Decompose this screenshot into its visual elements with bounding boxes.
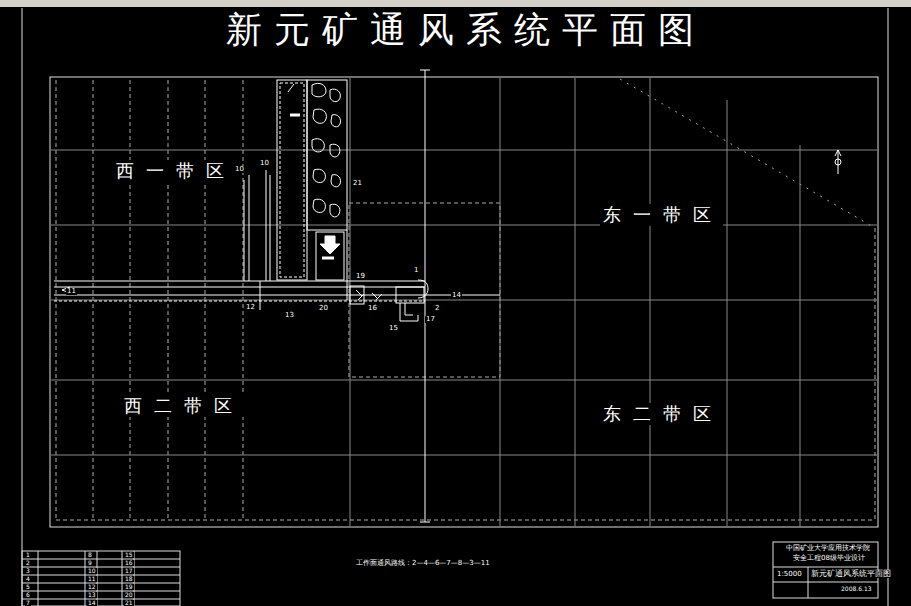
region-label: 东一带区: [600, 204, 723, 226]
callout-number: 15: [388, 325, 399, 332]
table-cell: 20: [124, 592, 134, 598]
table-cell: 14: [87, 600, 97, 606]
region-label: 东二带区: [600, 403, 723, 425]
table-cell: 17: [124, 568, 134, 574]
table-cell: 16: [124, 560, 134, 566]
callout-number: 16: [367, 305, 378, 312]
table-cell: 12: [87, 584, 97, 590]
table-cell: 3: [25, 568, 31, 574]
region-label: 西二带区: [121, 395, 244, 417]
table-cell: 11: [87, 576, 97, 582]
callout-number: 20: [318, 305, 329, 312]
title-block-cell: 1:5000: [776, 571, 803, 578]
table-cell: 1: [25, 552, 31, 558]
callout-number: 10: [234, 166, 245, 173]
callout-number: 21: [352, 180, 363, 187]
table-cell: 15: [124, 552, 134, 558]
title-block-cell: 新元矿通风系统平面图: [810, 570, 892, 578]
callout-number: 12: [245, 304, 256, 311]
drawing-title: 新元矿通风系统平面图: [0, 12, 911, 48]
callout-number: 10: [259, 160, 270, 167]
callout-number: 1: [413, 267, 419, 274]
callout-number: 17: [425, 316, 436, 323]
table-cell: 18: [124, 576, 134, 582]
region-label: 西一带区: [113, 160, 236, 182]
table-cell: 5: [25, 584, 31, 590]
table-cell: 8: [87, 552, 93, 558]
table-cell: 6: [25, 592, 31, 598]
title-block-cell: 安全工程08级毕业设计: [792, 555, 866, 562]
callout-number: 2: [434, 305, 440, 312]
table-cell: 21: [124, 600, 134, 606]
title-block-cell: 中国矿业大学应用技术学院: [785, 545, 871, 552]
callout-number: 11: [66, 288, 77, 295]
title-block-cell: 2008.6.13: [840, 586, 873, 592]
table-cell: 2: [25, 560, 31, 566]
table-cell: 19: [124, 584, 134, 590]
route-note: 工作面通风路线：2—4—6—7—8—3—11: [355, 560, 491, 567]
table-cell: 13: [87, 592, 97, 598]
table-cell: 9: [87, 560, 93, 566]
callout-number: 14: [451, 292, 462, 299]
callout-number: 19: [355, 273, 366, 280]
table-cell: 7: [25, 600, 31, 606]
table-cell: 10: [87, 568, 97, 574]
callout-number: 13: [284, 312, 295, 319]
table-cell: 4: [25, 576, 31, 582]
